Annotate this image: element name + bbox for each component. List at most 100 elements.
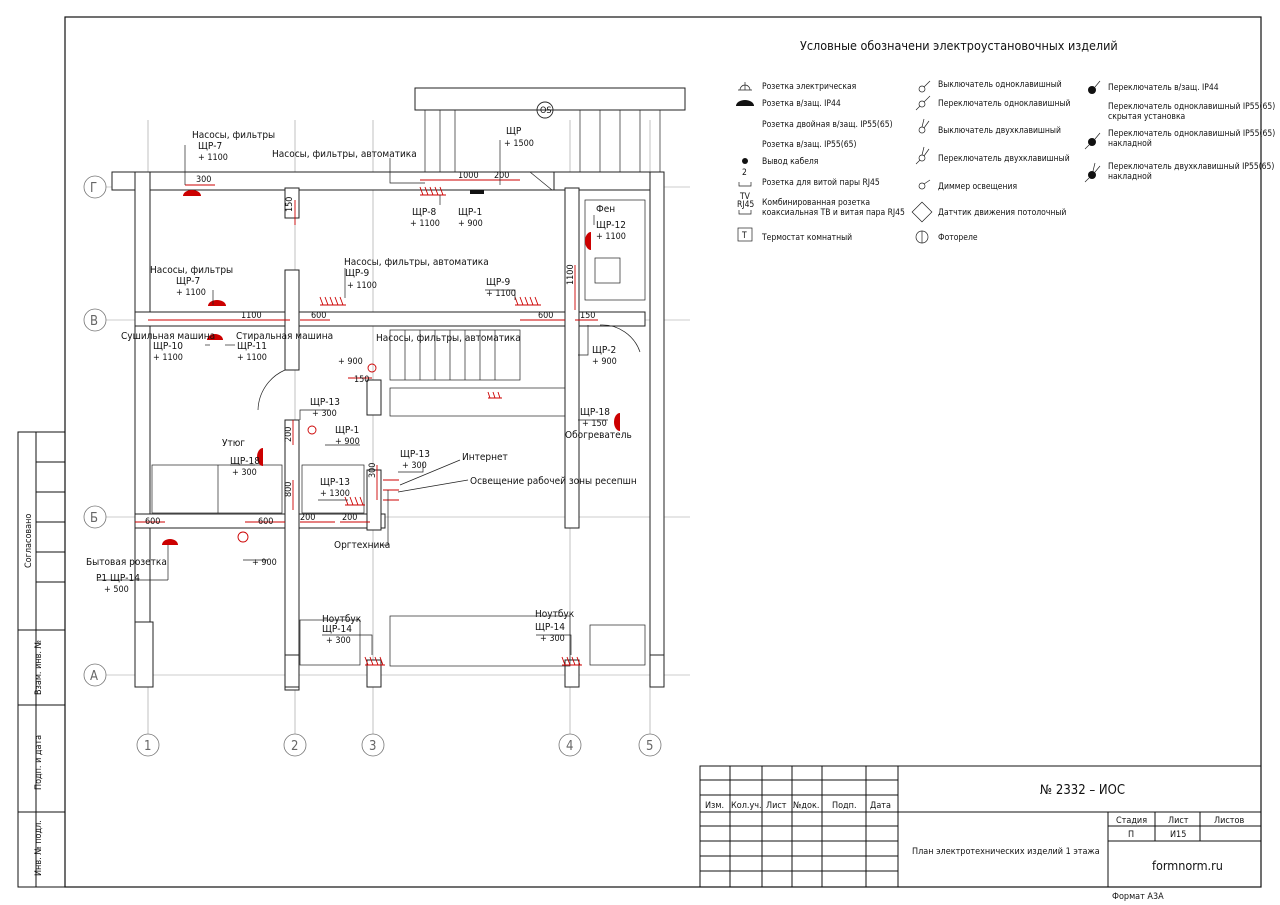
plan-labels: Насосы, фильтры ЩР-7 + 1100 300 Насосы, …: [86, 106, 637, 646]
legend-c1-6: Комбинированная розетка: [762, 197, 870, 208]
axis-row-a: А: [90, 669, 98, 684]
label-d1000: 1000: [458, 171, 479, 181]
label-h900-a: + 900: [458, 219, 483, 229]
tb-sheet-v: И15: [1170, 830, 1186, 840]
stamp-inv: Инв. № подл.: [34, 820, 44, 876]
tb-stage-h: Стадия: [1116, 816, 1147, 826]
tb-code: № 2332 – ИОС: [1040, 783, 1125, 798]
label-h1100-h: + 1100: [237, 353, 267, 363]
label-shr9-b: ЩР-9: [486, 277, 511, 288]
legend-c1-4: Вывод кабеля: [762, 156, 818, 167]
legend-c3-4: накладной: [1108, 139, 1152, 149]
legend: Условные обозначени электроустановочных …: [736, 38, 1275, 244]
tb-org: formnorm.ru: [1152, 858, 1223, 873]
electrical-symbols: [135, 101, 620, 666]
axis-col-5: 5: [646, 739, 653, 754]
label-h300-d: + 300: [326, 636, 351, 646]
tb-h-data: Дата: [870, 801, 891, 811]
label-d1100-v: 1100: [566, 264, 576, 285]
label-d1100-h: 1100: [241, 311, 262, 321]
label-shr7-b: ЩР-7: [176, 276, 200, 287]
label-d150-c: 150: [354, 375, 369, 385]
tb-h-podp: Подп.: [832, 801, 857, 811]
label-nasosy-avtomatika-3: Насосы, фильтры, автоматика: [376, 333, 521, 344]
legend-c1-3: Розетка в/защ. IP55(65): [762, 140, 856, 150]
label-nasosy-filtry-1: Насосы, фильтры: [192, 130, 275, 141]
label-h1300: + 1300: [320, 489, 350, 499]
axis-col-2: 2: [291, 739, 298, 754]
label-orgtekhnika: Оргтехника: [334, 540, 390, 551]
label-d200-c: 200: [300, 513, 315, 523]
label-nasosy-filtry-2: Насосы, фильтры: [150, 265, 233, 276]
legend-c2-0: Выключатель одноклавишный: [938, 80, 1062, 90]
label-nasosy-avtomatika-1: Насосы, фильтры, автоматика: [272, 149, 417, 160]
label-h300-e: + 300: [540, 634, 565, 644]
tb-h-izm: Изм.: [705, 801, 724, 811]
tb-sheets-h: Листов: [1214, 816, 1244, 826]
label-stiralnaya: Стиральная машина: [236, 331, 333, 342]
label-noutbuk-b: Ноутбук: [535, 608, 575, 620]
legend-symbol-t: T: [741, 231, 747, 241]
label-shr13-a: ЩР-13: [310, 397, 340, 408]
label-sushilnaya: Сушильная машина: [121, 331, 215, 342]
tb-name: План электротехнических изделий 1 этажа: [912, 847, 1100, 857]
legend-c3-3: Переключатель одноклавишный IP55(65): [1108, 129, 1275, 139]
label-shr13-c: ЩР-13: [320, 477, 350, 488]
stamp-vzam: Взам. инв. №: [34, 639, 44, 695]
label-utyug: Утюг: [222, 438, 245, 449]
legend-c3-0: Переключатель в/защ. IP44: [1108, 83, 1219, 93]
leader-lines: [98, 140, 608, 655]
legend-c3-1: Переключатель одноклавишный IP55(65): [1108, 102, 1275, 112]
stamp-podp: Подп. и дата: [34, 735, 44, 790]
label-noutbuk-a: Ноутбук: [322, 613, 362, 625]
label-d600-c: 600: [145, 517, 160, 527]
legend-c1-5: Розетка для витой пары RJ45: [762, 178, 880, 188]
floor-plan-walls: [111, 87, 686, 691]
axis-col-1: 1: [144, 739, 151, 754]
stamp-soglasovano: Согласовано: [24, 514, 34, 568]
label-shr12: ЩР-12: [596, 220, 626, 231]
tb-stage-v: П: [1128, 830, 1134, 840]
label-d600-d: 600: [258, 517, 273, 527]
label-h150: + 150: [582, 419, 607, 429]
label-shr8: ЩР-8: [412, 207, 437, 218]
legend-c2-4: Диммер освещения: [938, 182, 1017, 192]
label-h1100-f: + 1100: [486, 289, 516, 299]
label-nasosy-avtomatika-2: Насосы, фильтры, автоматика: [344, 257, 489, 268]
label-d200-d: 200: [342, 513, 357, 523]
legend-title: Условные обозначени электроустановочных …: [800, 38, 1118, 53]
legend-c3-6: накладной: [1108, 172, 1152, 182]
label-d200-a: 200: [494, 171, 509, 181]
label-h1100-e: + 1100: [347, 281, 377, 291]
label-d600-b: 600: [538, 311, 553, 321]
label-h300-a: + 300: [312, 409, 337, 419]
label-d150-a: 150: [285, 197, 295, 212]
label-d200-b: 200: [284, 427, 294, 442]
legend-c3-2: скрытая установка: [1108, 112, 1185, 122]
label-shr13-b: ЩР-13: [400, 449, 430, 460]
label-shr1-b: ЩР-1: [335, 425, 359, 436]
label-h900-e: + 900: [252, 558, 277, 568]
tb-h-koluch: Кол.уч.: [731, 801, 762, 811]
legend-c2-6: Фотореле: [938, 233, 978, 243]
label-h1100-c: + 1100: [596, 232, 626, 242]
label-h1500: + 1500: [504, 139, 534, 149]
tb-format: Формат А3А: [1112, 892, 1164, 902]
label-osveshchenie: Освещение рабочей зоны ресепшн: [470, 475, 637, 487]
tb-h-ndok: №док.: [793, 801, 819, 811]
label-shr14-b: ЩР-14: [535, 622, 565, 633]
legend-symbol-2: 2: [742, 168, 747, 178]
label-internet: Интернет: [462, 452, 508, 463]
legend-c2-1: Переключатель одноклавишный: [938, 99, 1071, 109]
label-shr10: ЩР-10: [153, 341, 183, 352]
label-h1100-d: + 1100: [176, 288, 206, 298]
label-h500: + 500: [104, 585, 129, 595]
legend-c1-2: Розетка двойная в/защ. IP55(65): [762, 120, 893, 130]
label-obogrevatel: Обогреватель: [565, 429, 632, 441]
label-bytovaya: Бытовая розетка: [86, 557, 167, 568]
label-shr1-a: ЩР-1: [458, 207, 482, 218]
legend-c1-8: Термостат комнатный: [761, 233, 852, 243]
label-shr2: ЩР-2: [592, 345, 616, 356]
label-h1100-g: + 1100: [153, 353, 183, 363]
